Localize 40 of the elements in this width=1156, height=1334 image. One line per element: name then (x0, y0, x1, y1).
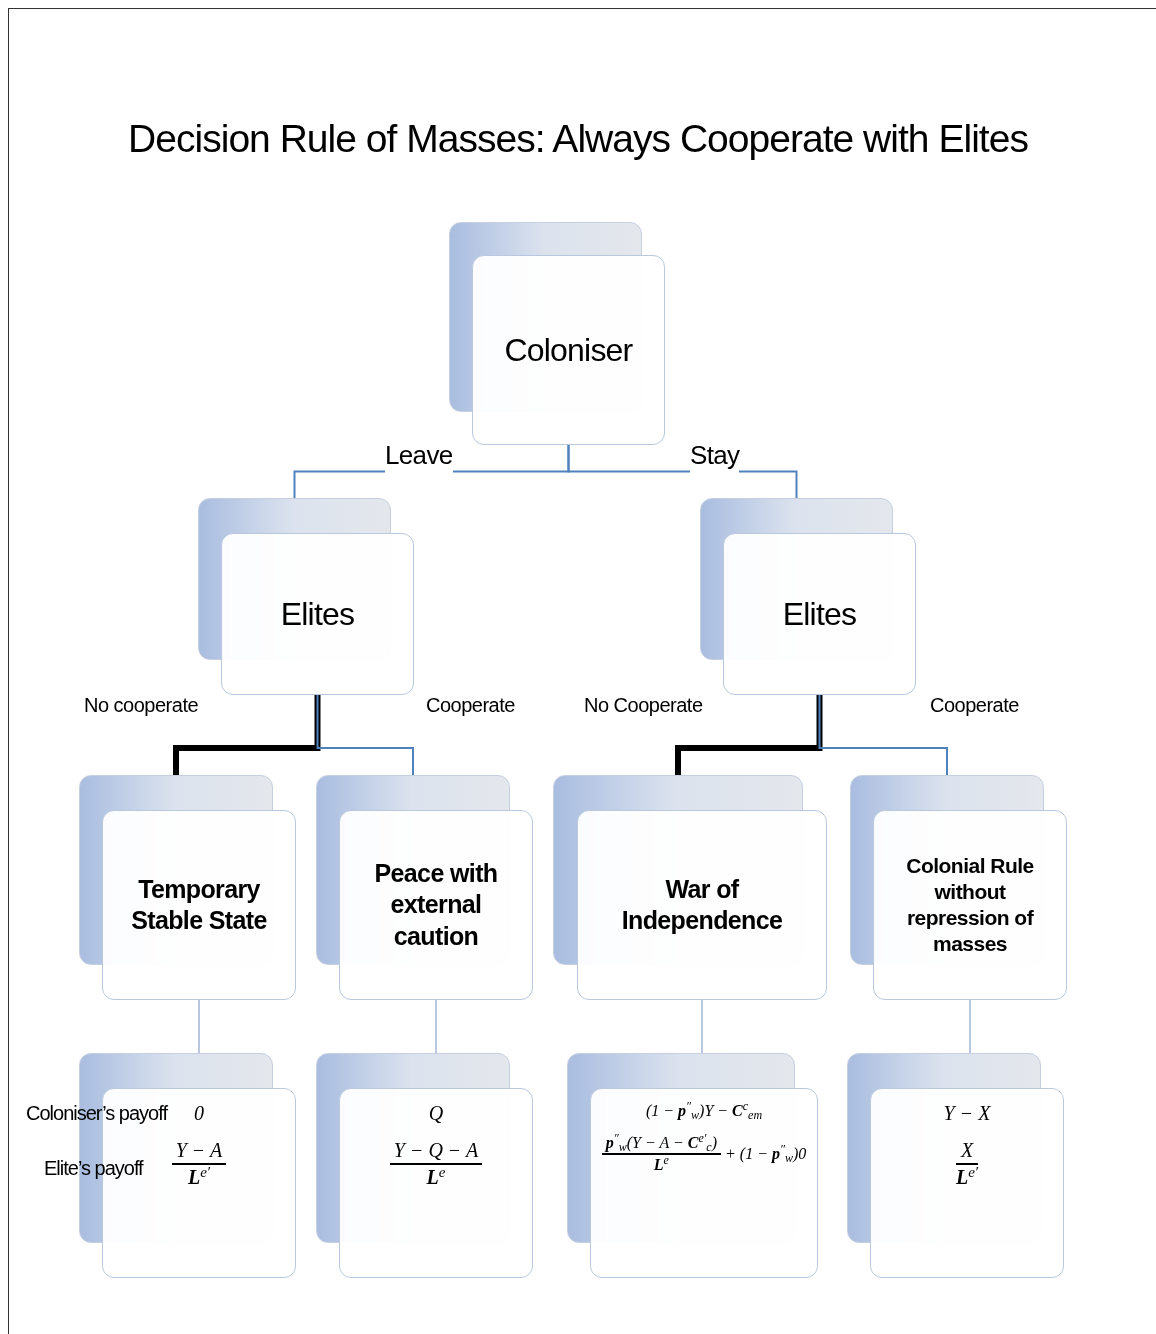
fraction-denominator: L$^{e′}$ (187, 1165, 211, 1190)
stacked-card (316, 1053, 533, 1278)
stacked-card (567, 1053, 818, 1278)
fraction-numerator: X (959, 1138, 975, 1163)
connector-line (969, 999, 971, 1054)
connector-line (198, 999, 200, 1054)
stacked-card (553, 775, 827, 1000)
node-label: Temporary Stable State (130, 873, 268, 936)
payoff-formula: Q (428, 1101, 444, 1126)
fraction-numerator: p$^{″}$$_{w}$(Y − A − C$^{e′}$$_{c}$) (603, 1133, 718, 1153)
node-label: Elites (280, 595, 355, 634)
stacked-card (198, 498, 414, 695)
stacked-card (847, 1053, 1064, 1278)
stacked-card (449, 222, 665, 445)
connector-line (701, 999, 703, 1054)
stacked-card (79, 775, 296, 1000)
fraction-denominator: L$^{e}$ (653, 1155, 669, 1175)
connector-line (173, 695, 321, 775)
connector-line (316, 694, 414, 776)
payoff-label: Elite’s payoff (44, 1156, 143, 1181)
fraction-denominator: L$^{e}$ (426, 1165, 446, 1190)
node-label: Elites (782, 595, 857, 634)
connector-line (818, 694, 948, 776)
payoff-formula: 0 (194, 1101, 204, 1126)
payoff-label: Coloniser’s payoff (26, 1101, 167, 1126)
fraction-denominator: L$^{e′}$ (955, 1165, 979, 1190)
node-label: Colonial Rule without repression of masses (905, 852, 1035, 958)
fraction-numerator: Y − A (174, 1138, 224, 1163)
payoff-formula: + (1 − p$^{″}$$_{w}$)0 (725, 1144, 807, 1164)
stacked-card (316, 775, 533, 1000)
connector-line (675, 695, 823, 775)
node-label: Peace with external caution (373, 858, 499, 952)
payoff-formula: Y − X (943, 1101, 991, 1126)
stacked-card (700, 498, 916, 695)
stacked-card (850, 775, 1067, 1000)
node-label: War of Independence (620, 873, 784, 936)
connector-line (435, 999, 437, 1054)
node-label: Coloniser (504, 331, 633, 370)
title: Decision Rule of Masses: Always Cooperate with Elites (127, 116, 1029, 162)
fraction-numerator: Y − Q − A (392, 1138, 480, 1163)
